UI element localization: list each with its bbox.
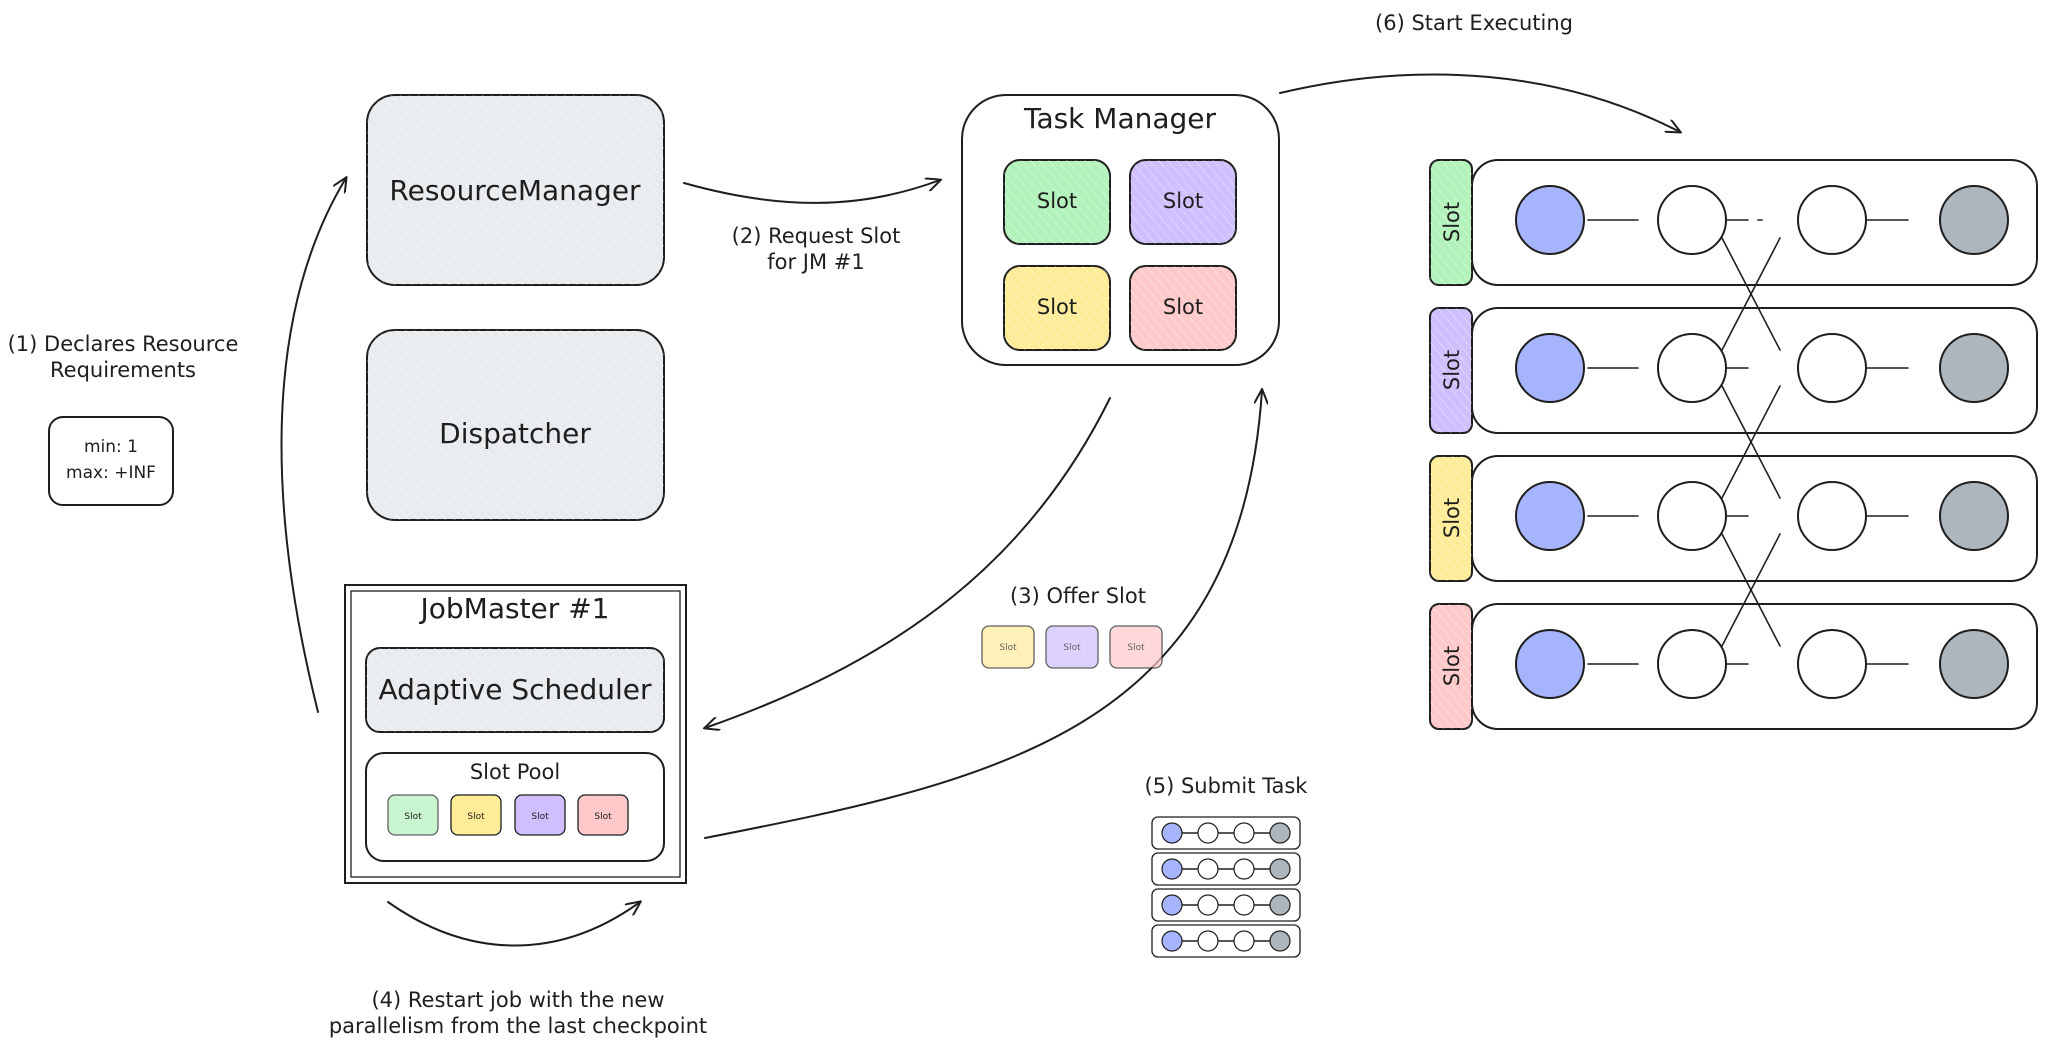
exec-slot-label: Slot — [1440, 350, 1464, 390]
tm-slot-label: Slot — [1037, 189, 1077, 213]
source-node — [1515, 185, 1585, 255]
arrow-declare-requirements — [280, 178, 346, 713]
arrow-offer-slot — [705, 397, 1111, 728]
offered-slots: Slot Slot Slot — [981, 625, 1163, 669]
job-master-title: JobMaster #1 — [419, 592, 610, 625]
exec-slot-label: Slot — [1440, 646, 1464, 686]
slot-pool-box: Slot Pool Slot Slot Slot Slot — [365, 752, 665, 862]
step5-label: (5) Submit Task — [1145, 774, 1309, 798]
operator-node — [1797, 333, 1867, 403]
arrow-restart-job — [387, 902, 640, 947]
pool-slot-label: Slot — [531, 812, 549, 822]
arrow-submit-task — [704, 390, 1262, 839]
exec-slot-green: Slot — [1429, 159, 1473, 286]
exec-slot-label: Slot — [1440, 202, 1464, 242]
tm-slot-label: Slot — [1163, 295, 1203, 319]
offered-slot-purple: Slot — [1045, 625, 1099, 669]
tm-slot-green: Slot — [1003, 159, 1111, 245]
step4-label-line1: (4) Restart job with the new — [371, 988, 664, 1012]
dispatcher-box: Dispatcher — [366, 329, 665, 521]
job-master-box: JobMaster #1 Adaptive Scheduler Slot Poo… — [344, 584, 687, 884]
requirements-min: min: 1 — [84, 437, 138, 457]
operator-node — [1657, 333, 1727, 403]
operator-node — [1797, 185, 1867, 255]
step4-label-line2: parallelism from the last checkpoint — [329, 1014, 707, 1038]
requirements-box: min: 1 max: +INF — [48, 416, 174, 506]
tm-slot-yellow: Slot — [1003, 265, 1111, 351]
step1-label-line1: (1) Declares Resource — [8, 332, 239, 356]
offered-slot-red: Slot — [1109, 625, 1163, 669]
offered-slot-yellow: Slot — [981, 625, 1035, 669]
adaptive-scheduler-box: Adaptive Scheduler — [365, 647, 665, 733]
operator-node — [1797, 481, 1867, 551]
dispatcher-title: Dispatcher — [439, 417, 591, 450]
mini-pipeline-row — [1151, 888, 1301, 922]
submitted-task-pipeline — [1151, 816, 1301, 958]
step1-label-line2: Requirements — [50, 358, 196, 382]
arrow-request-slot — [683, 180, 940, 204]
step6-label: (6) Start Executing — [1375, 11, 1573, 35]
pool-slot-label: Slot — [594, 812, 612, 822]
offered-slot-label: Slot — [1063, 643, 1081, 653]
exec-slot-purple: Slot — [1429, 307, 1473, 434]
pool-slot-yellow: Slot — [450, 794, 502, 836]
operator-node — [1657, 481, 1727, 551]
step2-label-line2: for JM #1 — [767, 250, 865, 274]
task-manager-title: Task Manager — [1023, 102, 1217, 135]
operator-node — [1797, 629, 1867, 699]
step2-label-line1: (2) Request Slot — [732, 224, 901, 248]
tm-slot-red: Slot — [1129, 265, 1237, 351]
exec-slot-yellow: Slot — [1429, 455, 1473, 582]
tm-slot-label: Slot — [1037, 295, 1077, 319]
pool-slot-red: Slot — [577, 794, 629, 836]
exec-slot-red: Slot — [1429, 603, 1473, 730]
requirements-max: max: +INF — [66, 463, 156, 483]
arrow-start-executing — [1279, 73, 1680, 132]
pool-slot-green: Slot — [387, 794, 439, 836]
mini-pipeline-row — [1151, 852, 1301, 886]
source-node — [1515, 481, 1585, 551]
pool-slot-label: Slot — [404, 812, 422, 822]
offered-slot-label: Slot — [999, 643, 1017, 653]
step3-label: (3) Offer Slot — [1010, 584, 1146, 608]
adaptive-scheduler-title: Adaptive Scheduler — [379, 673, 652, 706]
offered-slot-label: Slot — [1127, 643, 1145, 653]
mini-pipeline-row — [1151, 924, 1301, 958]
sink-node — [1939, 629, 2009, 699]
task-manager-box: Task Manager Slot Slot Slot Slot — [961, 94, 1280, 366]
operator-node — [1657, 185, 1727, 255]
resource-manager-box: ResourceManager — [366, 94, 665, 286]
pool-slot-purple: Slot — [514, 794, 566, 836]
slot-pool-title: Slot Pool — [470, 760, 560, 784]
sink-node — [1939, 185, 2009, 255]
mini-pipeline-row — [1151, 816, 1301, 850]
source-node — [1515, 629, 1585, 699]
resource-manager-title: ResourceManager — [389, 174, 641, 207]
execution-graph: Slot Slot Slot Slot — [1429, 159, 2038, 730]
sink-node — [1939, 333, 2009, 403]
tm-slot-purple: Slot — [1129, 159, 1237, 245]
exec-slot-label: Slot — [1440, 498, 1464, 538]
sink-node — [1939, 481, 2009, 551]
source-node — [1515, 333, 1585, 403]
graph-edges — [1587, 219, 1909, 665]
tm-slot-label: Slot — [1163, 189, 1203, 213]
operator-node — [1657, 629, 1727, 699]
pool-slot-label: Slot — [467, 812, 485, 822]
